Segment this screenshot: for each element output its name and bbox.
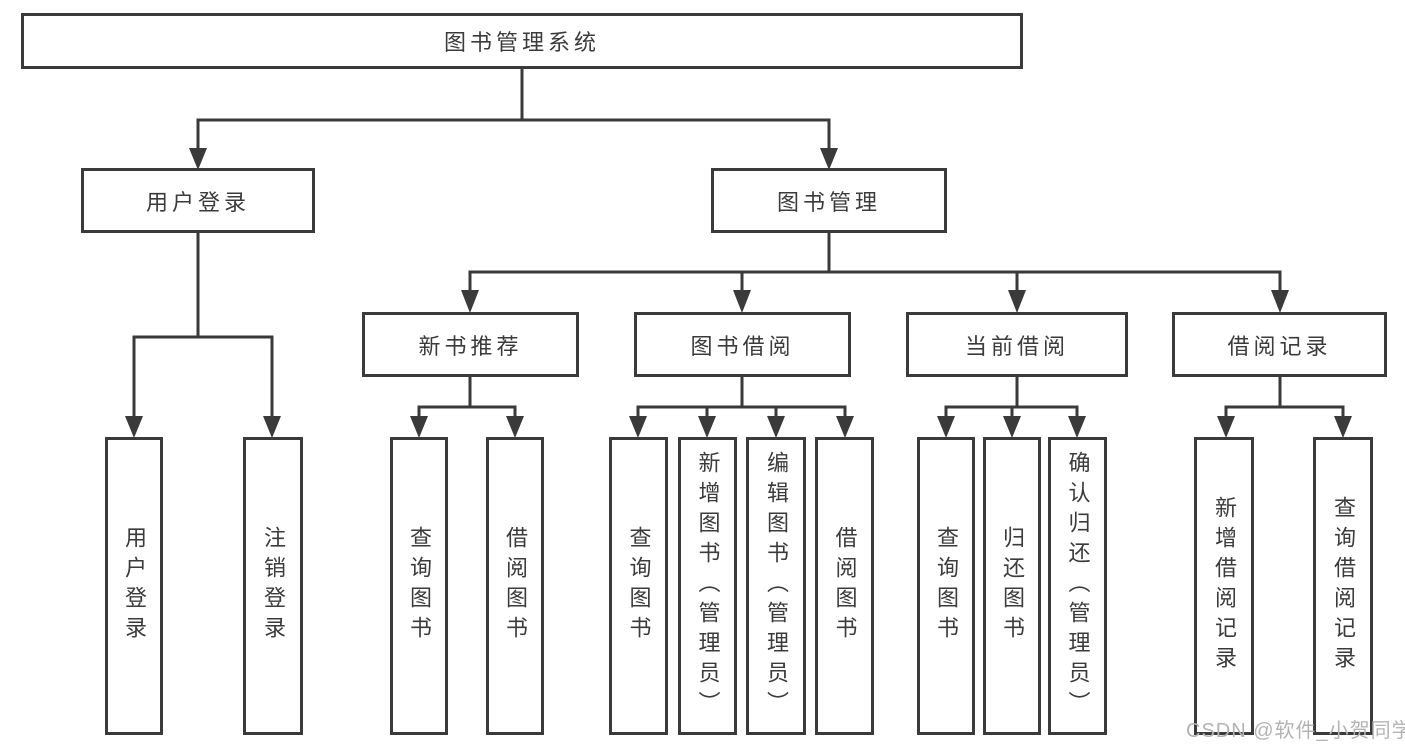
leaf-add-borrow-record: 新增借阅记录 (1194, 437, 1254, 735)
node-new-book-recommend: 新书推荐 (362, 312, 579, 377)
leaf-borrow-books-1: 借阅图书 (486, 437, 544, 735)
leaf-logout: 注销登录 (243, 437, 303, 735)
connector-user-login-children (125, 232, 281, 438)
node-book-management-branch: 图书管理 (711, 168, 947, 233)
csdn-watermark: CSDN @软件_小贺同学 (1186, 720, 1405, 742)
connector-borrow-record-children (1217, 376, 1352, 438)
leaf-user-login: 用户登录 (105, 437, 163, 735)
leaf-borrow-books-2: 借阅图书 (815, 437, 874, 735)
connector-book-borrow-children (629, 376, 854, 438)
leaf-query-books-3: 查询图书 (917, 437, 975, 735)
leaf-confirm-return-admin: 确认归还（管理员） (1048, 437, 1107, 735)
connector-root-to-level2 (189, 69, 838, 170)
node-current-borrow: 当前借阅 (906, 312, 1128, 377)
connector-current-borrow-children (937, 376, 1086, 438)
leaf-return-books: 归还图书 (983, 437, 1041, 735)
connector-book-management-children (461, 232, 1289, 313)
node-user-login-branch: 用户登录 (81, 168, 315, 233)
node-borrow-record: 借阅记录 (1172, 312, 1387, 377)
node-book-borrow: 图书借阅 (634, 312, 851, 377)
leaf-query-books-2: 查询图书 (609, 437, 668, 735)
leaf-edit-books-admin: 编辑图书（管理员） (746, 437, 806, 735)
connector-new-book-children (410, 376, 524, 438)
leaf-query-borrow-record: 查询借阅记录 (1313, 437, 1373, 735)
leaf-add-books-admin: 新增图书（管理员） (678, 437, 737, 735)
leaf-query-books-1: 查询图书 (390, 437, 448, 735)
node-root-system: 图书管理系统 (21, 13, 1023, 69)
